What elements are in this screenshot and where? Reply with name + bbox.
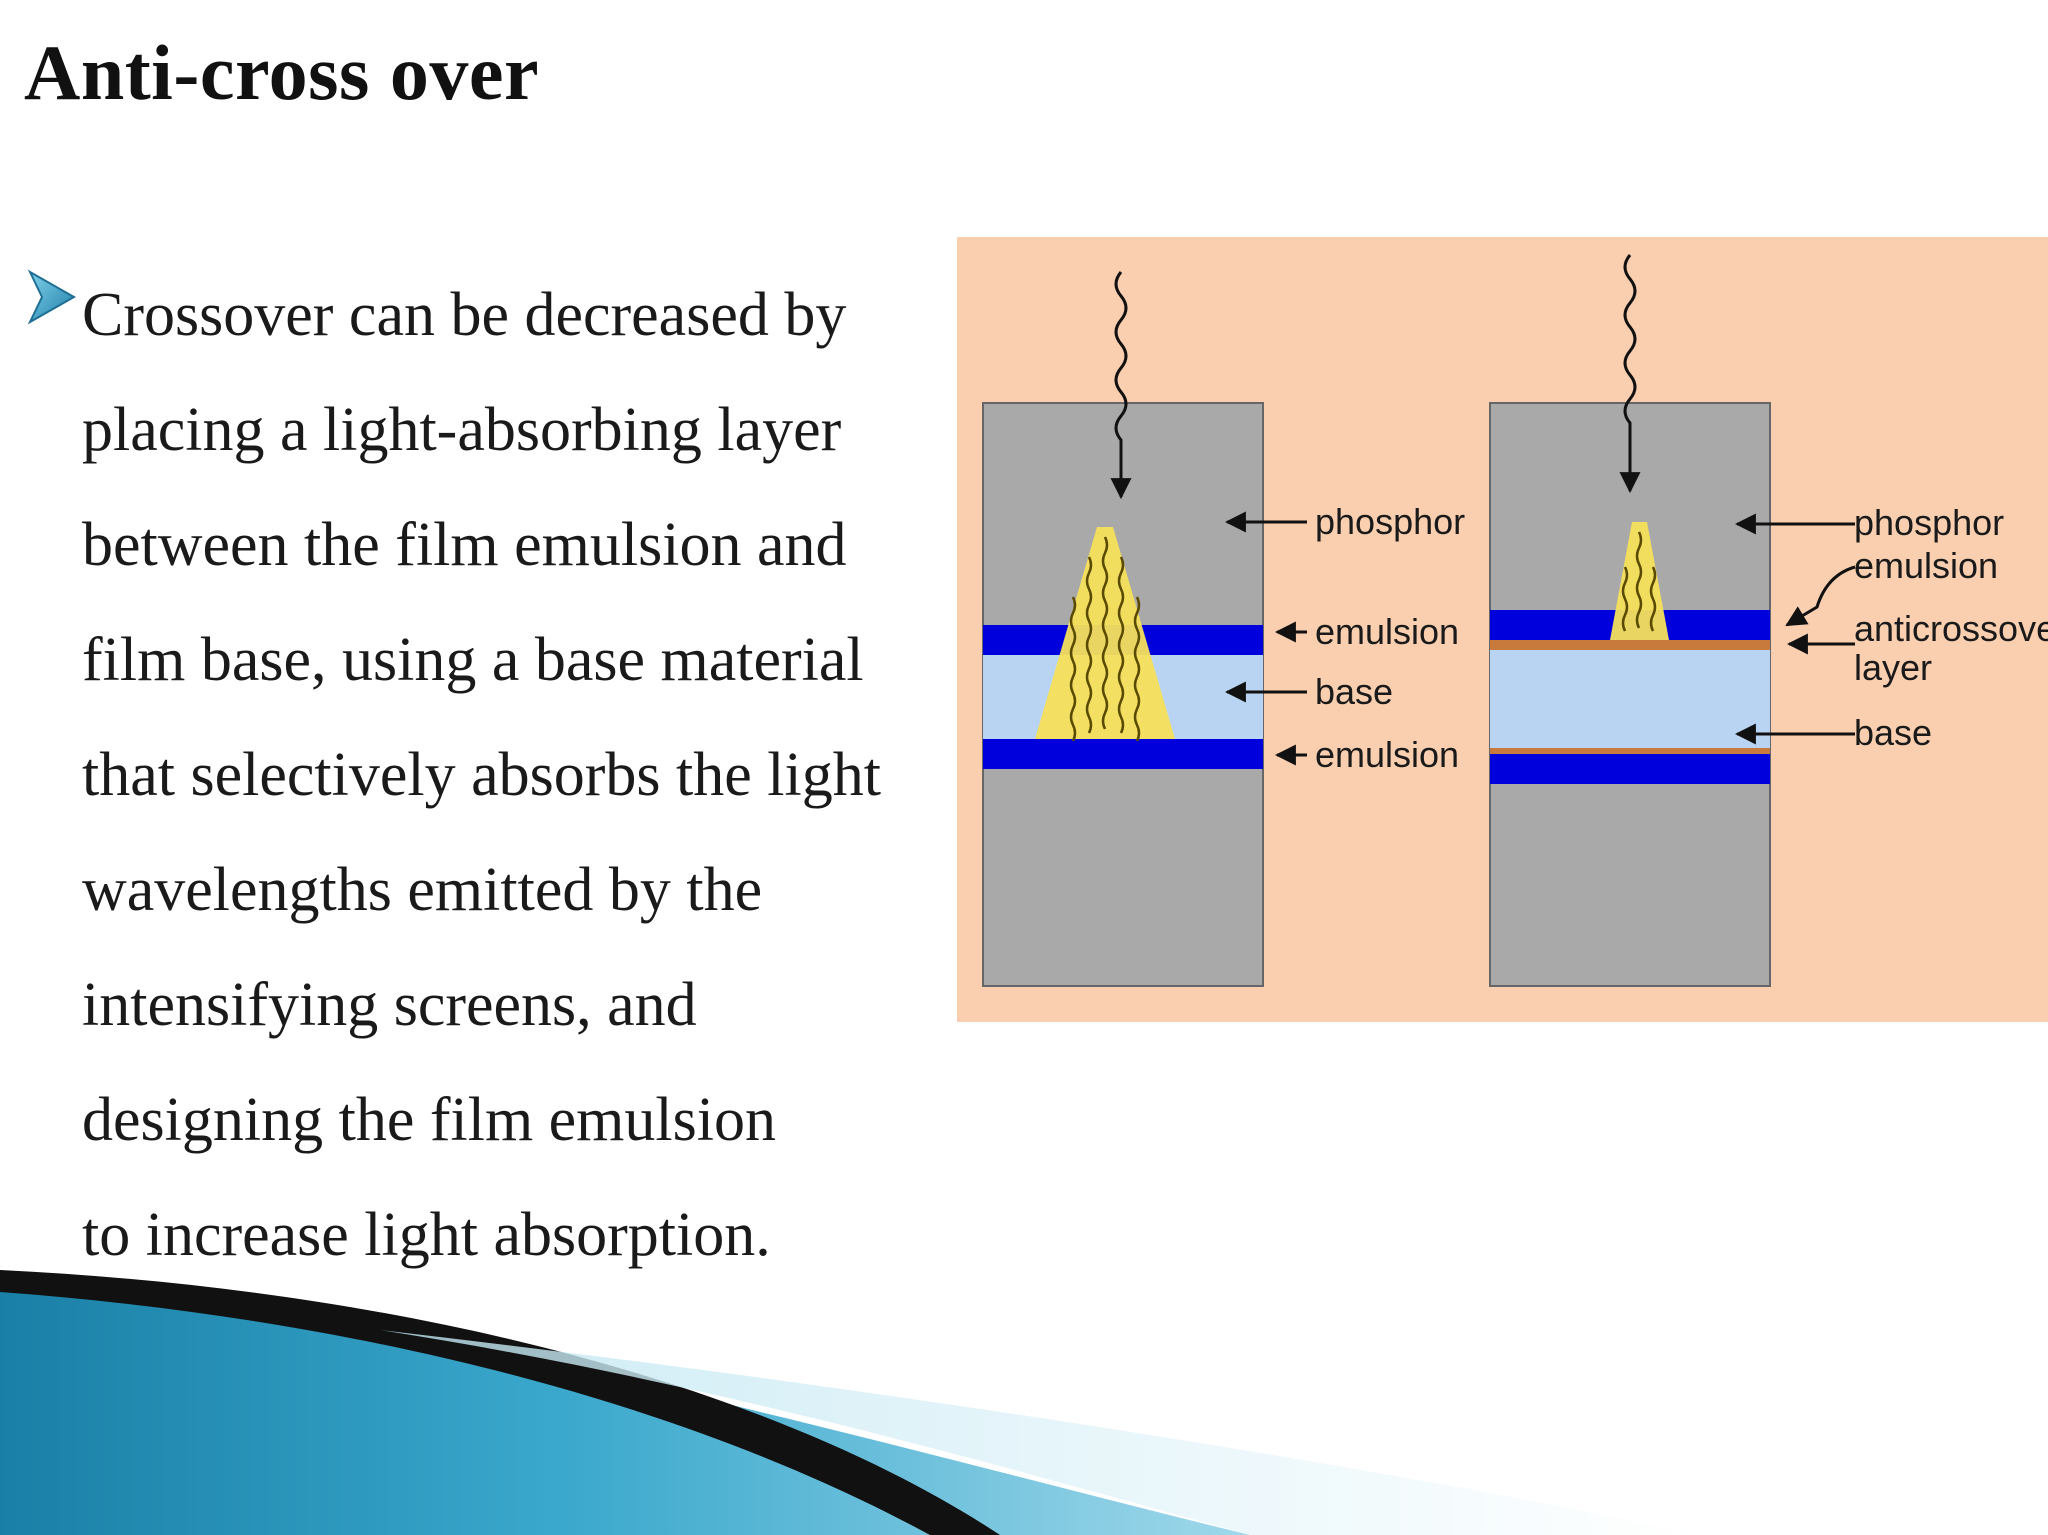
- left-label-base: base: [1315, 671, 1393, 712]
- bullet-line: that selectively absorbs the light: [82, 741, 881, 809]
- bullet-text: Crossover can be decreased by placing a …: [82, 258, 932, 1293]
- right-light-waves: [1621, 531, 1657, 632]
- right-label-base: base: [1854, 712, 1932, 753]
- bullet-arrow-icon: [27, 269, 77, 325]
- decorative-swoosh: [0, 1270, 1700, 1535]
- left-xray-arrow: [1110, 271, 1132, 500]
- right-emulsion-bottom: [1490, 754, 1770, 784]
- bullet-line: placing a light-absorbing layer: [82, 396, 842, 464]
- bullet-line: to increase light absorption.: [82, 1201, 771, 1269]
- right-anticrossover-bottom: [1490, 748, 1770, 754]
- bullet-line: film base, using a base material: [82, 626, 864, 694]
- bullet-line: intensifying screens, and: [82, 971, 697, 1039]
- bullet-line: wavelengths emitted by the: [82, 856, 763, 924]
- left-label-phosphor: phosphor: [1315, 501, 1465, 542]
- left-light-waves: [1069, 536, 1141, 742]
- right-label-emulsion: emulsion: [1854, 545, 1998, 586]
- crossover-diagram: phosphor emulsion base emulsion: [957, 237, 2048, 1022]
- right-label-phosphor: phosphor: [1854, 502, 2004, 543]
- bullet-line: Crossover can be decreased by: [82, 281, 847, 349]
- left-panel: phosphor emulsion base emulsion: [982, 271, 1465, 987]
- slide-title: Anti-cross over: [24, 29, 540, 116]
- left-label-emulsion-top: emulsion: [1315, 611, 1459, 652]
- right-label-anticrossover: anticrossover: [1854, 608, 2048, 649]
- right-panel: phosphor emulsion anticrossover layer ba…: [1489, 254, 2048, 987]
- left-emulsion-bottom: [983, 739, 1263, 769]
- right-label-layer: layer: [1854, 647, 1932, 688]
- bullet-line: between the film emulsion and: [82, 511, 847, 579]
- right-xray-arrow: [1619, 254, 1641, 494]
- right-anticrossover-layer: [1490, 640, 1770, 650]
- right-base-layer: [1490, 650, 1770, 748]
- left-label-emulsion-bottom: emulsion: [1315, 734, 1459, 775]
- bullet-line: designing the film emulsion: [82, 1086, 776, 1154]
